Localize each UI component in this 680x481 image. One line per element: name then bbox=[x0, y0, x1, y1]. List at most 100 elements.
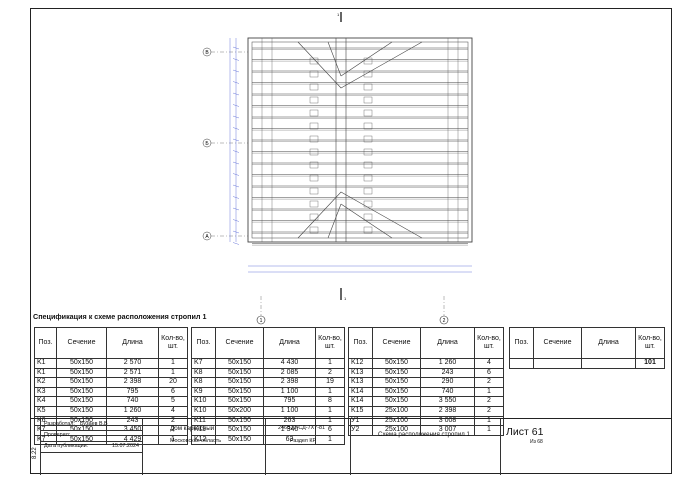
spec-header-qty: Кол-во, шт. bbox=[158, 327, 188, 359]
dimension-tick bbox=[232, 92, 240, 96]
spec-cell-section bbox=[533, 358, 582, 369]
spec-header-pos: Поз. bbox=[34, 327, 57, 359]
plan-outline bbox=[247, 37, 473, 243]
spec-cell-length: 740 bbox=[106, 396, 159, 407]
spec-cell-pos: K9 bbox=[191, 386, 216, 398]
spec-cell-qty: 1 bbox=[158, 434, 188, 446]
spec-cell-pos bbox=[509, 358, 534, 369]
spec-cell-section: 50x150 bbox=[372, 396, 421, 407]
spec-cell-section: 50x150 bbox=[56, 405, 107, 417]
spec-header-pos: Поз. bbox=[191, 327, 216, 359]
spec-header-length: Длина bbox=[420, 327, 475, 359]
title-block: 8.22 Разработал: Бузаев В.В Проверил: Да… bbox=[30, 418, 672, 475]
table-row: 101 bbox=[509, 358, 665, 369]
sheet-total: Из 68 bbox=[530, 439, 543, 445]
spec-cell-qty: 19 bbox=[315, 377, 345, 388]
spec-cell-pos: K12 bbox=[348, 358, 373, 369]
spec-header-length: Длина bbox=[581, 327, 636, 359]
spec-cell-pos: K1 bbox=[34, 367, 57, 379]
spec-cell-qty: 1 bbox=[315, 358, 345, 369]
section-mark-top: 1 bbox=[337, 12, 342, 22]
dimension-tick bbox=[232, 46, 240, 50]
dimension-tick bbox=[232, 184, 240, 188]
spec-cell-section: 50x150 bbox=[56, 367, 107, 379]
spec-cell-qty: 1 bbox=[158, 358, 188, 369]
spec-cell-qty: 1 bbox=[474, 386, 504, 398]
spec-cell-pos: K14 bbox=[348, 386, 373, 398]
spec-cell-section: 50x150 bbox=[372, 377, 421, 388]
spec-cell-qty: 20 bbox=[158, 377, 188, 388]
spec-cell-section: 50x150 bbox=[56, 377, 107, 388]
spec-header-qty: Кол-во, шт. bbox=[474, 327, 504, 359]
spec-cell-section: 50x150 bbox=[215, 358, 264, 369]
spec-cell-qty: 6 bbox=[474, 367, 504, 379]
developer-name: Бузаев В.В bbox=[80, 421, 108, 427]
spec-header-qty: Кол-во, шт. bbox=[315, 327, 345, 359]
spec-cell-section: 50x150 bbox=[56, 358, 107, 369]
spec-cell-qty: 8 bbox=[315, 396, 345, 407]
spec-cell-section: 50x150 bbox=[372, 367, 421, 379]
blocking-box bbox=[309, 174, 319, 182]
spec-cell-qty: 2 bbox=[315, 367, 345, 379]
spec-cell-length: 2 398 bbox=[420, 405, 475, 417]
blocking-box bbox=[363, 213, 373, 221]
section-mark-label-top: 1 bbox=[337, 12, 340, 17]
spec-cell-length: 1 100 bbox=[263, 405, 316, 417]
blocking-box bbox=[363, 57, 373, 65]
spec-cell-length: 2 398 bbox=[263, 377, 316, 388]
developer-label: Разработал: bbox=[44, 421, 75, 427]
blocking-box bbox=[363, 135, 373, 143]
spec-cell-section: 50x150 bbox=[215, 367, 264, 379]
rafter-layout-drawing: В Б А 1 1 bbox=[202, 12, 473, 301]
blocking-box bbox=[309, 200, 319, 208]
dimension-tick bbox=[232, 242, 240, 245]
blocking-box bbox=[309, 96, 319, 104]
blocking-box bbox=[309, 57, 319, 65]
published-date: 15.07.2024 bbox=[112, 443, 139, 449]
spec-cell-qty: 4 bbox=[474, 358, 504, 369]
spec-header-pos: Поз. bbox=[509, 327, 534, 359]
sheet-number: Лист 61 bbox=[506, 426, 544, 438]
spec-header-length: Длина bbox=[106, 327, 159, 359]
hip-rafter-top bbox=[297, 41, 423, 89]
spec-cell-qty: 6 bbox=[158, 386, 188, 398]
sheet-title: Схема расположения стропил 1 bbox=[378, 431, 470, 438]
spec-cell-pos: K8 bbox=[191, 367, 216, 379]
dimension-tick bbox=[232, 173, 240, 176]
spec-cell-qty: 1 bbox=[315, 386, 345, 398]
dimension-tick bbox=[232, 230, 240, 234]
spec-cell-qty: 2 bbox=[474, 396, 504, 407]
spec-cell-length: 3 550 bbox=[420, 396, 475, 407]
spec-header-section: Сечение bbox=[372, 327, 421, 359]
dimension-tick bbox=[232, 196, 240, 199]
spec-cell-qty: 1 bbox=[315, 405, 345, 417]
section-mark-label-bottom: 1 bbox=[344, 296, 347, 301]
dimension-tick bbox=[232, 207, 240, 211]
blocking-box bbox=[363, 161, 373, 169]
blocking-box bbox=[309, 213, 319, 221]
spec-cell-pos: K1 bbox=[34, 358, 57, 369]
spec-cell-length: 4 430 bbox=[263, 358, 316, 369]
spec-cell-length: 1 260 bbox=[420, 358, 475, 369]
spec-cell-qty: 4 bbox=[158, 405, 188, 417]
blocking-box bbox=[363, 200, 373, 208]
spec-cell-section: 50x150 bbox=[215, 377, 264, 388]
spec-cell-pos: K4 bbox=[34, 396, 57, 407]
dimension-tick bbox=[232, 161, 240, 165]
spec-cell-length: 2 571 bbox=[106, 367, 159, 379]
blocking-box bbox=[309, 109, 319, 117]
